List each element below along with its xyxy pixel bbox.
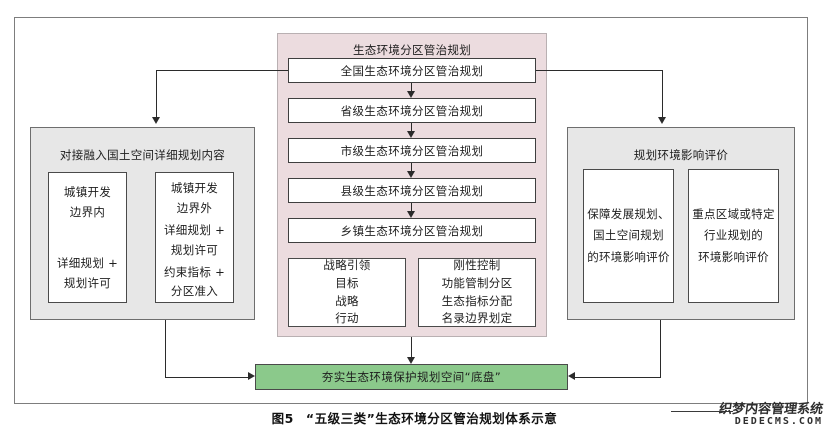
connector-municipal-county	[411, 163, 412, 171]
level-box-municipal[interactable]: 市级生态环境分区管治规划	[288, 138, 536, 163]
watermark: 织梦内容管理系统 DEDECMS.COM	[671, 402, 824, 427]
left-box2-c-line-2: 分区准入	[170, 284, 219, 299]
right-box-sector-eia[interactable]: 重点区域或特定 行业规划的 环境影响评价	[688, 169, 779, 303]
connector-right-to-result-vertical	[660, 320, 661, 377]
right-box2-line-3: 环境影响评价	[698, 249, 769, 264]
arrow-left-to-result	[248, 372, 255, 380]
rigid-line-1: 刚性控制	[453, 257, 501, 272]
left-panel-title: 对接融入国土空间详细规划内容	[59, 148, 226, 162]
arrow-right-to-result	[568, 372, 575, 380]
connector-national-provincial	[411, 83, 412, 91]
level-box-provincial[interactable]: 省级生态环境分区管治规划	[288, 98, 536, 123]
level-box-national[interactable]: 全国生态环境分区管治规划	[288, 58, 536, 83]
left-box2-c-line-1: 约束指标 +	[163, 264, 226, 279]
left-box-a-line-1: 城镇开发	[63, 185, 112, 199]
strategy-box[interactable]: 战略引领 目标 战略 行动	[288, 258, 406, 327]
connector-county-township	[411, 203, 412, 211]
left-box-b-line-1: 详细规划 +	[56, 256, 119, 271]
connector-center-to-result	[411, 337, 412, 357]
right-box1-line-2: 国土空间规划	[593, 228, 664, 243]
left-box-outside-boundary[interactable]: 城镇开发 边界外 详细规划 + 规划许可 约束指标 + 分区准入	[155, 172, 234, 303]
connector-provincial-municipal	[411, 123, 412, 131]
left-box2-b-line-2: 规划许可	[170, 242, 219, 257]
left-box2-a-line-1: 城镇开发	[170, 181, 219, 195]
result-box[interactable]: 夯实生态环境保护规划空间“底盘”	[255, 364, 568, 390]
level-box-county[interactable]: 县级生态环境分区管治规划	[288, 178, 536, 203]
branch-right-horizontal	[536, 70, 663, 71]
left-box2-a-line-2: 边界外	[176, 200, 213, 215]
connector-left-to-result-vertical	[165, 320, 166, 377]
rigid-line-2: 功能管制分区	[441, 275, 513, 290]
arrow-county-township	[407, 211, 415, 218]
watermark-chinese: 织梦内容管理系统	[718, 402, 824, 417]
right-box2-line-2: 行业规划的	[704, 228, 763, 243]
arrow-center-to-result	[407, 357, 415, 364]
right-box1-line-1: 保障发展规划、	[587, 207, 670, 222]
left-box2-b-line-1: 详细规划 +	[163, 222, 226, 237]
strategy-line-2: 目标	[335, 275, 359, 290]
watermark-rule	[671, 411, 733, 412]
left-box-b-line-2: 规划许可	[63, 275, 112, 290]
left-box-inside-boundary[interactable]: 城镇开发 边界内 详细规划 + 规划许可	[48, 172, 127, 303]
right-panel-title: 规划环境影响评价	[633, 148, 729, 162]
rigid-line-3: 生态指标分配	[441, 293, 513, 308]
strategy-line-1: 战略引领	[323, 257, 371, 272]
strategy-line-4: 行动	[335, 311, 359, 326]
arrow-provincial-municipal	[407, 131, 415, 138]
figure-caption: 图5 “五级三类”生态环境分区管治规划体系示意	[0, 408, 829, 427]
right-box2-line-1: 重点区域或特定	[692, 207, 775, 222]
center-panel-title: 生态环境分区管治规划	[353, 43, 471, 57]
watermark-english: DEDECMS.COM	[734, 415, 823, 427]
right-box-development-eia[interactable]: 保障发展规划、 国土空间规划 的环境影响评价	[583, 169, 674, 303]
left-box-a-line-2: 边界内	[69, 204, 106, 219]
figure-caption-number: 图5	[271, 411, 294, 426]
rigid-control-box[interactable]: 刚性控制 功能管制分区 生态指标分配 名录边界划定	[418, 258, 536, 327]
arrow-municipal-county	[407, 171, 415, 178]
arrow-national-provincial	[407, 91, 415, 98]
branch-right-vertical	[662, 70, 663, 117]
level-box-township[interactable]: 乡镇生态环境分区管治规划	[288, 218, 536, 243]
rigid-line-4: 名录边界划定	[441, 311, 513, 326]
connector-right-to-result-horizontal	[575, 377, 661, 378]
right-box1-line-3: 的环境影响评价	[587, 249, 670, 264]
strategy-line-3: 战略	[335, 293, 359, 308]
branch-left-horizontal	[156, 70, 288, 71]
arrow-into-left-panel	[152, 117, 160, 124]
figure-caption-text: “五级三类”生态环境分区管治规划体系示意	[305, 411, 558, 426]
connector-left-to-result-horizontal	[165, 377, 248, 378]
branch-left-vertical	[156, 70, 157, 117]
arrow-into-right-panel	[658, 117, 666, 124]
